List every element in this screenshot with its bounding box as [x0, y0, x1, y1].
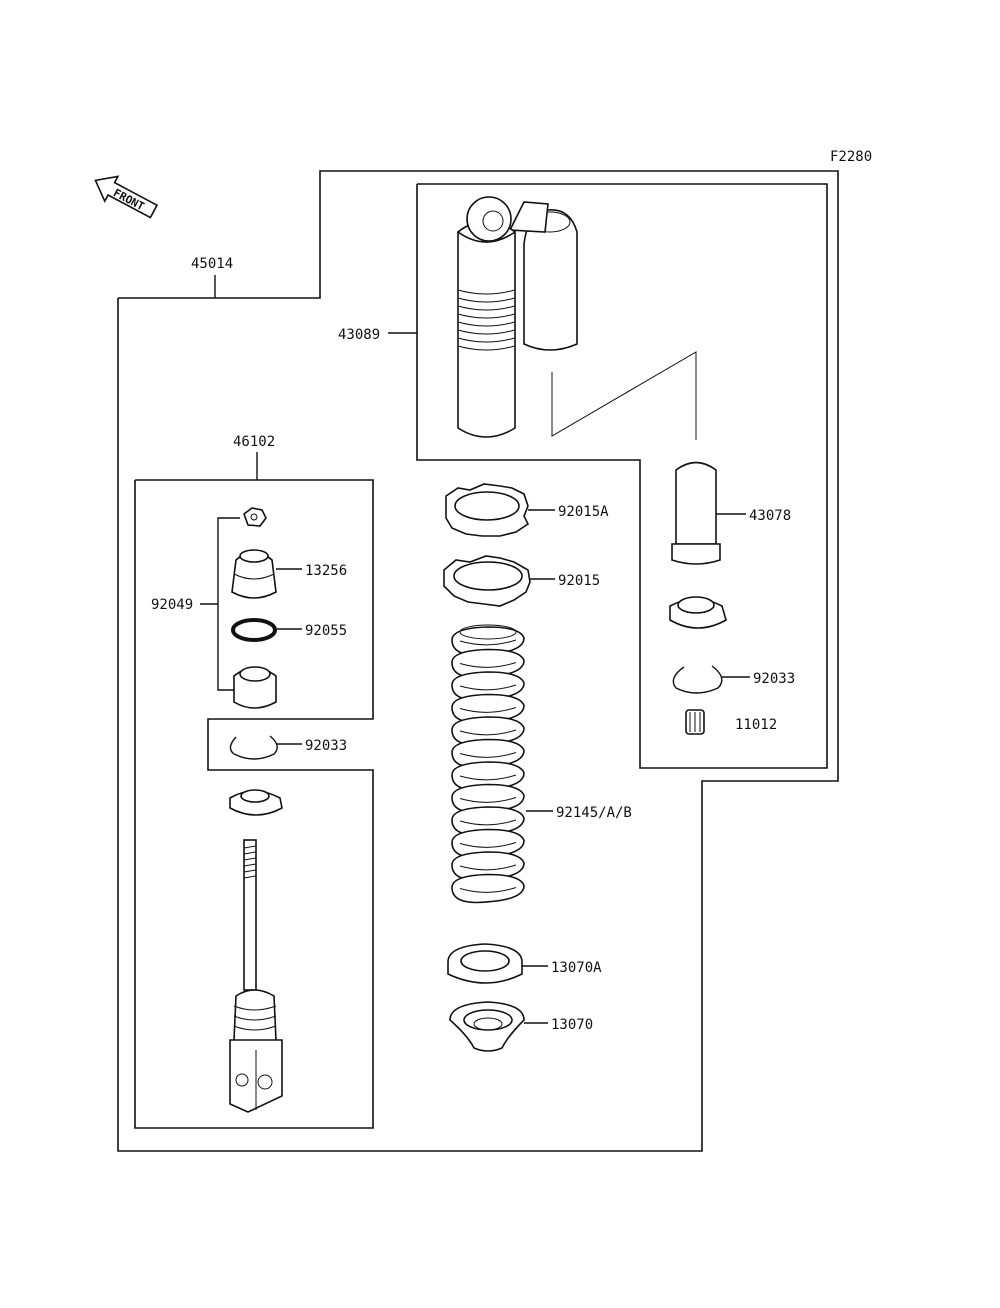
spring-coil-inner [459, 639, 517, 646]
front-arrow-icon: FRONT [94, 175, 159, 219]
bushing [231, 549, 277, 599]
label-43078: 43078 [749, 508, 791, 524]
nut [243, 507, 267, 527]
label-13256: 13256 [305, 563, 347, 579]
bladder [669, 596, 727, 629]
label-92015A: 92015A [558, 504, 609, 520]
cap [671, 461, 721, 565]
label-92049: 92049 [151, 597, 193, 613]
label-45014: 45014 [191, 256, 233, 272]
label-92055: 92055 [305, 623, 347, 639]
label-92015: 92015 [558, 573, 600, 589]
oring [231, 618, 277, 642]
figure-code: F2280 [830, 149, 872, 165]
damper-body [456, 196, 578, 438]
spring-coil-inner [459, 662, 517, 668]
label-11012: 11012 [735, 717, 777, 733]
label-13070A: 13070A [551, 960, 602, 976]
locknut [443, 555, 531, 607]
label-46102: 46102 [233, 434, 275, 450]
spring-coil-inner [459, 797, 517, 803]
rod-circlip [229, 735, 278, 760]
spring-coil [451, 873, 525, 904]
label-13070: 13070 [551, 1017, 593, 1033]
spring-coil-inner [459, 729, 517, 736]
label-92033-upper: 92033 [753, 671, 795, 687]
spring-coil-inner [459, 774, 517, 781]
connection-line [551, 351, 697, 440]
spring-coil-inner [459, 864, 517, 871]
valve-core [685, 709, 705, 735]
spring-guide-a [447, 943, 523, 984]
lower-bushing [233, 666, 277, 709]
locknut-a [445, 483, 530, 537]
label-92145: 92145/A/B [556, 805, 632, 821]
label-43089: 43089 [338, 327, 380, 343]
rod-kit-box [134, 479, 374, 1129]
spring-coil-inner [459, 684, 517, 691]
spring-coil-inner [459, 752, 517, 758]
seal-head [229, 789, 283, 816]
spring [451, 624, 525, 904]
assembly-outline [117, 170, 839, 1152]
spring-coil-inner [459, 707, 517, 713]
label-92033-lower: 92033 [305, 738, 347, 754]
spring-top [459, 624, 517, 640]
spring-guide [449, 1001, 525, 1052]
damper-box [416, 183, 828, 769]
spring-coil-inner [459, 819, 517, 826]
spring-coil-inner [459, 842, 517, 848]
piston-rod [229, 839, 283, 1113]
spring-coil-inner [459, 887, 517, 893]
bladder-circlip [672, 665, 723, 694]
